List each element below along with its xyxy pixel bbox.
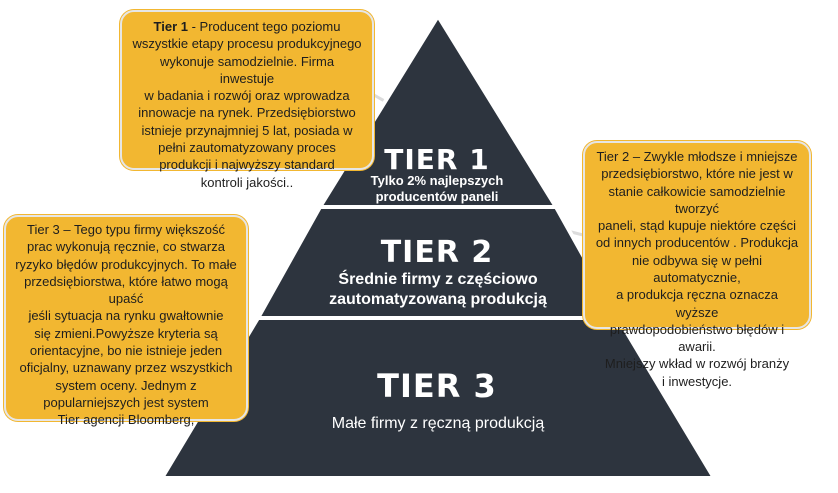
tier-2-subtitle: Średnie firmy z częściowo zautomatyzowan… xyxy=(329,271,547,308)
tier-1-title: TIER 1 xyxy=(384,143,490,176)
tier-2-title: TIER 2 xyxy=(380,235,494,270)
tier-3-subtitle: Małe firmy z ręczną produkcją xyxy=(331,415,545,432)
callout-tier-1: Tier 1 - Producent tego poziomu wszystki… xyxy=(120,10,374,190)
tier-3-title: TIER 3 xyxy=(377,367,497,405)
callout-tier-1-label: Tier 1 xyxy=(153,19,188,34)
callout-tier-3-text: Tier 3 – Tego typu firmy większość prac … xyxy=(15,222,237,428)
pyramid-tier-3 xyxy=(160,316,716,480)
callout-tier-2-text: Tier 2 – Zwykle młodsze i mniejsze przed… xyxy=(595,149,799,389)
callout-tier-1-text: - Producent tego poziomu wszystkie etapy… xyxy=(132,19,362,190)
callout-tier-2: Tier 2 – Zwykle młodsze i mniejsze przed… xyxy=(583,141,811,389)
callout-tier-3: Tier 3 – Tego typu firmy większość prac … xyxy=(4,215,248,427)
tier-1-subtitle: Tylko 2% najlepszych producentów paneli xyxy=(370,173,504,204)
